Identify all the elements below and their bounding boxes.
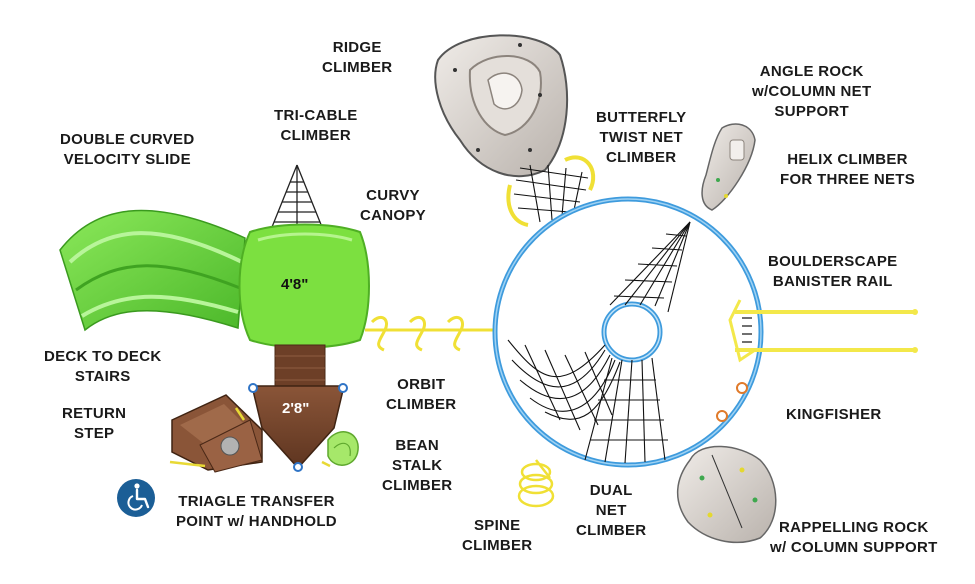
double-curved-velocity-slide: [59, 209, 246, 332]
helix-climber-ring: [601, 301, 663, 363]
orbit-ring: [492, 196, 764, 468]
boulderscape-banister-rail: [728, 299, 918, 363]
tri-cable-climber: [269, 164, 325, 233]
rappelling-rock: [676, 445, 777, 544]
curvy-canopy: [238, 223, 370, 349]
triangle-transfer-point: [199, 419, 263, 473]
label-kingfisher: KINGFISHER: [786, 406, 882, 423]
butterfly-twist-net-climber: [506, 155, 596, 227]
canopy-deck-height: 4'8": [281, 276, 309, 293]
lower-deck: [251, 385, 345, 470]
bean-stalk-climber: [327, 431, 359, 466]
deck-posts: [248, 383, 348, 472]
orbit-climber: [365, 316, 495, 352]
kingfisher: [716, 382, 748, 422]
ridge-climber: [434, 34, 569, 178]
lower-deck-height: 2'8": [282, 400, 310, 417]
dual-net-climber: [507, 221, 691, 464]
spine-climber: [517, 459, 555, 508]
wheelchair-accessibility-icon: [117, 479, 155, 517]
handholds: [169, 407, 331, 468]
angle-rock: [701, 123, 756, 211]
